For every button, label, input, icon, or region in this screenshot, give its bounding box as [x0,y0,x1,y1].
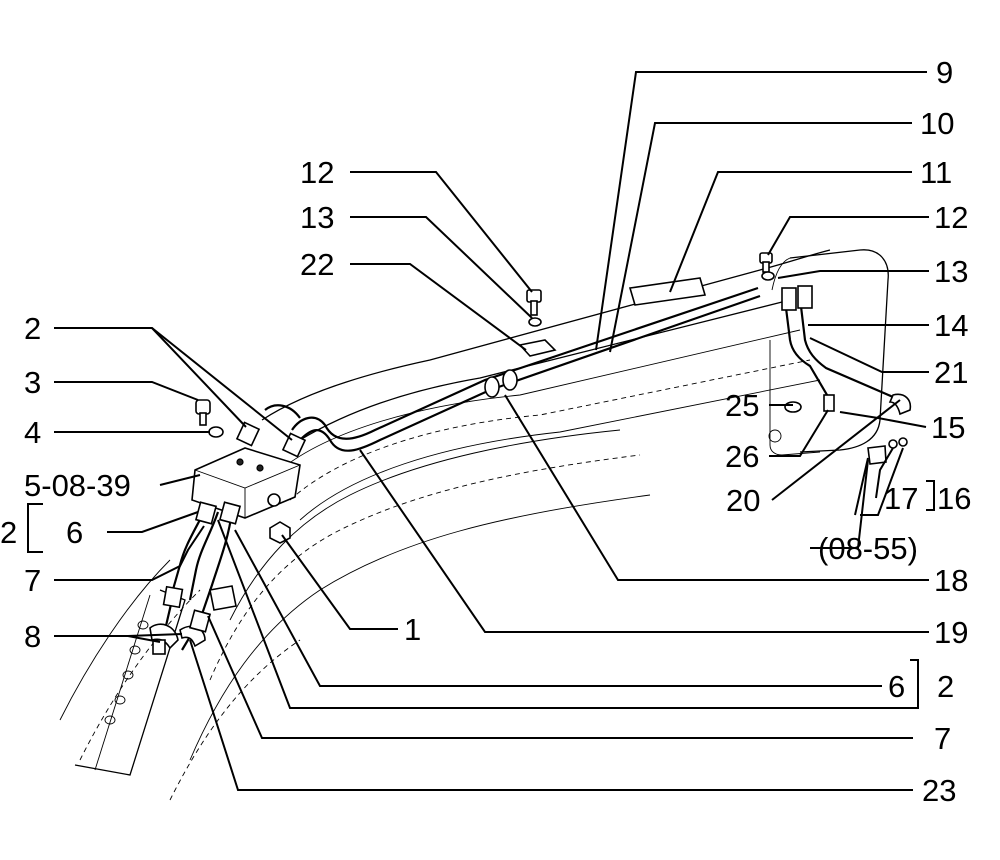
callout-08-55: (08-55) [818,531,918,566]
callout-26: 26 [725,439,759,474]
callout-8: 8 [24,619,41,654]
callout-2-top: 2 [24,311,41,346]
callout-12-top: 12 [300,155,334,190]
callout-2-right: 2 [937,669,954,704]
callout-5: 5-08-39 [24,468,131,503]
callout-6-right: 6 [888,669,905,704]
callout-21: 21 [934,355,968,390]
callout-6-left: 6 [66,515,83,550]
callout-14: 14 [934,308,968,343]
callout-16: 16 [937,481,971,516]
callout-13-top: 13 [300,200,334,235]
callout-1: 1 [404,612,421,647]
callout-4: 4 [24,415,41,450]
leader-lines [27,71,935,791]
callout-18: 18 [934,563,968,598]
parts [149,252,912,655]
callout-19: 19 [934,615,968,650]
callout-3: 3 [24,365,41,400]
callout-22: 22 [300,247,334,282]
callout-17: 17 [884,481,918,516]
callout-12-right: 12 [934,200,968,235]
callout-25: 25 [725,388,759,423]
callout-13-right: 13 [934,254,968,289]
callout-23: 23 [922,773,956,808]
callout-11: 11 [920,155,952,190]
callout-10: 10 [920,106,954,141]
callout-20: 20 [726,483,760,518]
callout-2-left: 2 [0,515,17,550]
callout-15: 15 [931,410,965,445]
callout-7-right: 7 [934,721,951,756]
boom-body-outline [59,249,889,801]
callout-labels: 9 10 11 12 13 22 12 13 14 21 2 3 4 5-08-… [0,55,971,808]
callout-9: 9 [936,55,953,90]
callout-7-left: 7 [24,563,41,598]
